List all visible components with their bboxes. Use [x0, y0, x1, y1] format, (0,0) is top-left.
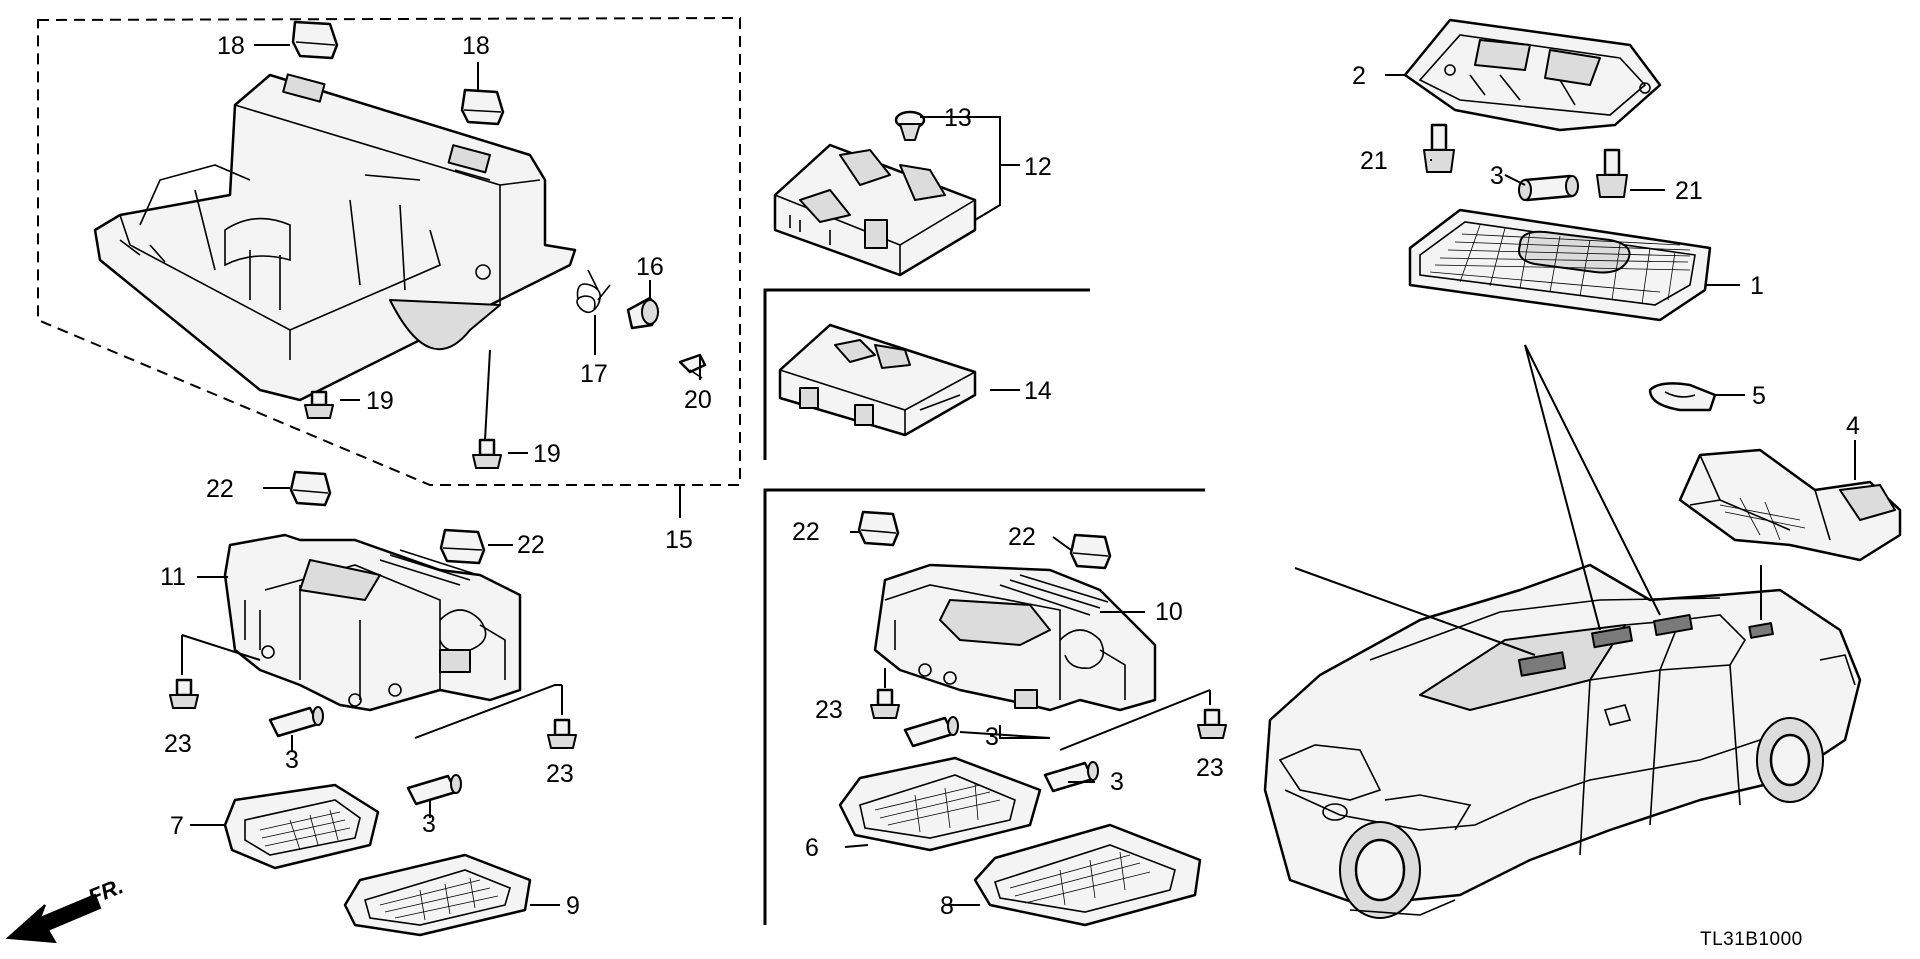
console-assembly-10: [873, 563, 1157, 712]
callout-19: 19: [533, 440, 561, 468]
callout-23: 23: [546, 760, 574, 788]
callout-labels: 18 18 13 12 16 17 20 19 19 15 14 22 22 1…: [160, 32, 1860, 920]
lens-8: [973, 823, 1202, 927]
callout-14: 14: [1024, 377, 1052, 405]
lens-6: [838, 756, 1042, 852]
callout-1: 1: [1750, 272, 1764, 300]
lens-9: [343, 853, 532, 937]
callout-23: 23: [1196, 754, 1224, 782]
clip-22-lower-right: [1069, 533, 1112, 570]
screw-23-c: [870, 688, 900, 719]
callout-22: 22: [206, 475, 234, 503]
screw-19-left: [304, 390, 334, 419]
bulb-3-e: [1518, 174, 1579, 202]
group-10-frame: [763, 488, 1205, 925]
screw-19-right: [472, 438, 502, 469]
clip-18-upper-right: [460, 88, 505, 126]
switch-unit-14: [778, 323, 977, 437]
screw-23-a: [169, 678, 199, 709]
callout-22: 22: [792, 518, 820, 546]
callout-3: 3: [422, 810, 436, 838]
car-illustration: [1263, 563, 1862, 919]
group-15-dashed-frame: [37, 16, 741, 486]
callout-9: 9: [566, 892, 580, 920]
callout-3: 3: [1110, 768, 1124, 796]
callout-22: 22: [1008, 523, 1036, 551]
bulb-3-d: [1043, 761, 1099, 793]
callout-15: 15: [665, 526, 693, 554]
callout-22: 22: [517, 531, 545, 559]
screw-21-left: [1423, 123, 1455, 173]
callout-12: 12: [1024, 153, 1052, 181]
clip-22-middle: [439, 528, 486, 565]
bulb-5: [1648, 382, 1717, 412]
front-direction-label: FR.: [85, 873, 127, 909]
callout-16: 16: [636, 253, 664, 281]
spring-17: [576, 269, 611, 314]
callout-18: 18: [462, 32, 490, 60]
screw-23-d: [1197, 708, 1227, 739]
callout-20: 20: [684, 386, 712, 414]
bulb-3-a: [268, 706, 324, 738]
callout-21: 21: [1675, 177, 1703, 205]
clip-18-upper-left: [291, 20, 339, 60]
bulb-3-b: [406, 774, 462, 806]
console-assembly-11: [223, 533, 522, 712]
trunk-light-4: [1678, 448, 1902, 562]
knob-16: [626, 296, 660, 330]
callout-10: 10: [1155, 598, 1183, 626]
bulb-3-c: [903, 716, 959, 748]
callout-21: 21: [1360, 147, 1388, 175]
clip-22-lower-left: [857, 510, 900, 547]
callout-17: 17: [580, 360, 608, 388]
callout-18: 18: [217, 32, 245, 60]
lens-1: [1408, 208, 1712, 322]
screw-23-b: [547, 718, 577, 749]
callout-13: 13: [944, 104, 972, 132]
callout-3: 3: [985, 723, 999, 751]
group-14-frame: [763, 288, 1090, 460]
callout-11: 11: [160, 563, 186, 591]
lamp-base-2: [1403, 18, 1662, 132]
callout-6: 6: [805, 834, 819, 862]
callout-4: 4: [1846, 412, 1860, 440]
callout-3: 3: [1490, 162, 1504, 190]
screw-20: [678, 353, 707, 379]
lens-7: [223, 783, 380, 870]
callout-5: 5: [1752, 382, 1766, 410]
callout-8: 8: [940, 892, 954, 920]
screw-21-right: [1596, 148, 1628, 198]
callout-2: 2: [1352, 62, 1366, 90]
callout-3: 3: [285, 746, 299, 774]
lamp-unit-12: [773, 143, 977, 277]
front-direction-arrow: FR.: [5, 873, 127, 944]
callout-7: 7: [170, 812, 184, 840]
callout-19: 19: [366, 387, 394, 415]
clip-22-upper: [289, 470, 332, 507]
clip-13: [894, 110, 926, 141]
leader-lines: [181, 44, 1856, 906]
map-lamp-assembly-15: [93, 73, 577, 402]
callout-23: 23: [815, 696, 843, 724]
diagram-code: TL31B1000: [1700, 929, 1803, 950]
callout-23: 23: [164, 730, 192, 758]
